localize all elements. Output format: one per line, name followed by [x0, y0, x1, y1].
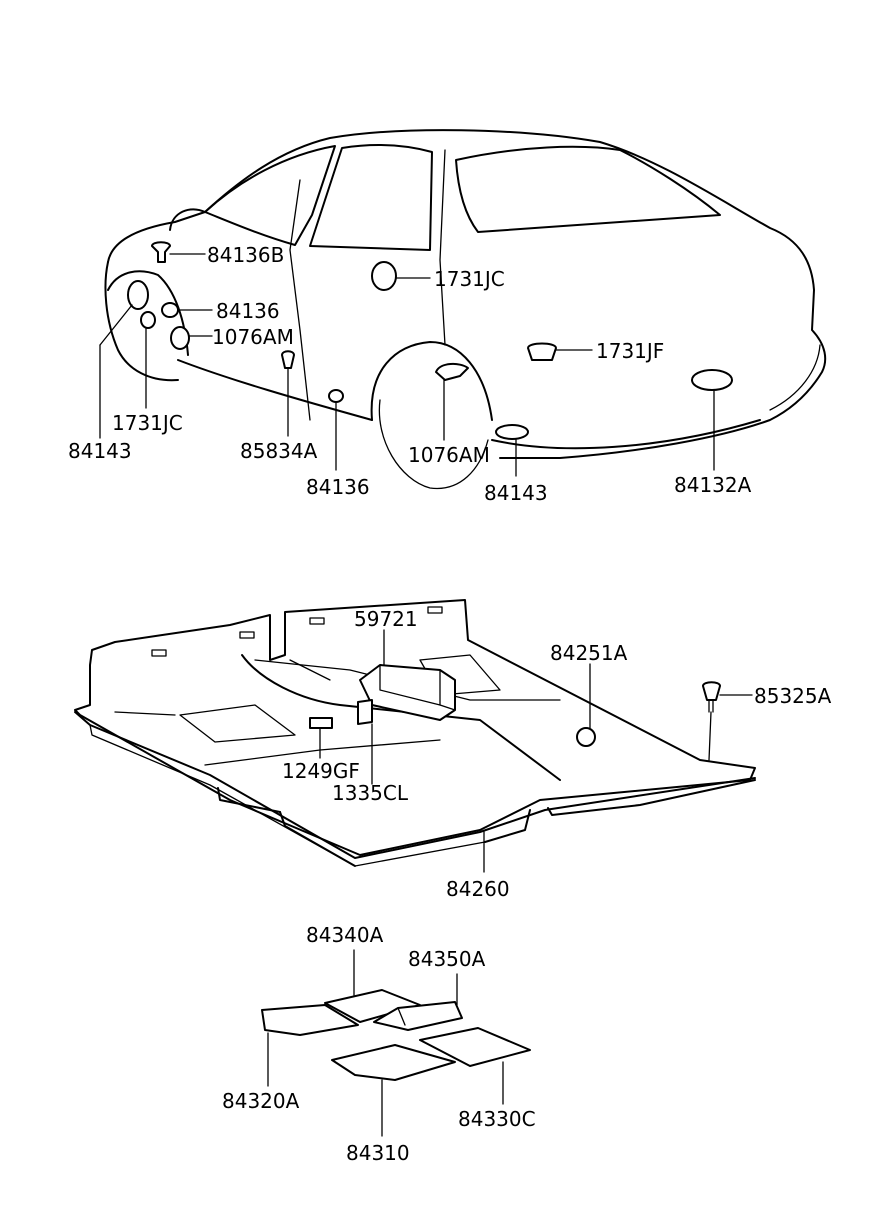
plug-84143-b [495, 424, 529, 477]
label-84350A: 84350A [408, 947, 486, 971]
label-84251A: 84251A [550, 641, 628, 665]
plug-1076AM-a [170, 326, 213, 350]
mat-84310 [331, 1044, 456, 1137]
label-84136B: 84136B [207, 243, 284, 267]
label-85834A: 85834A [240, 439, 318, 463]
label-84132A: 84132A [674, 473, 752, 497]
plug-84136B [151, 241, 206, 263]
mat-84320A [261, 1004, 359, 1087]
label-59721: 59721 [354, 607, 418, 631]
fastener-84251A [576, 663, 596, 747]
label-84340A: 84340A [306, 923, 384, 947]
plug-84132A [691, 369, 733, 471]
label-1249GF: 1249GF [282, 759, 360, 783]
label-1076AM-b: 1076AM [408, 443, 490, 467]
plug-85834A [281, 350, 295, 437]
label-1731JF: 1731JF [596, 339, 664, 363]
plug-84136-b [328, 389, 344, 471]
fastener-85325A [702, 681, 753, 761]
car-body-outline [104, 129, 827, 490]
label-85325A: 85325A [754, 684, 832, 708]
plug-1731JF [527, 342, 593, 361]
label-84310: 84310 [346, 1141, 410, 1165]
label-1076AM-a: 1076AM [212, 325, 294, 349]
label-84320A: 84320A [222, 1089, 300, 1113]
plug-1731JC-b [140, 311, 156, 409]
plug-84143-a [99, 280, 149, 439]
label-84330C: 84330C [458, 1107, 536, 1131]
plug-84136-a [161, 302, 213, 318]
label-84260: 84260 [446, 877, 510, 901]
mat-84350A [373, 973, 463, 1031]
floor-carpet-84260 [74, 599, 756, 867]
plug-1076AM-b [435, 362, 469, 441]
fastener-1335CL [357, 699, 373, 785]
plug-1731JC-top [371, 261, 431, 291]
mat-84330C [419, 1027, 531, 1105]
label-84136-a: 84136 [216, 299, 280, 323]
label-84143-a: 84143 [68, 439, 132, 463]
fastener-1249GF [309, 717, 333, 759]
label-84136-b: 84136 [306, 475, 370, 499]
label-1731JC-top: 1731JC [434, 267, 505, 291]
label-84143-b: 84143 [484, 481, 548, 505]
label-1335CL: 1335CL [332, 781, 409, 805]
label-1731JC-b: 1731JC [112, 411, 183, 435]
